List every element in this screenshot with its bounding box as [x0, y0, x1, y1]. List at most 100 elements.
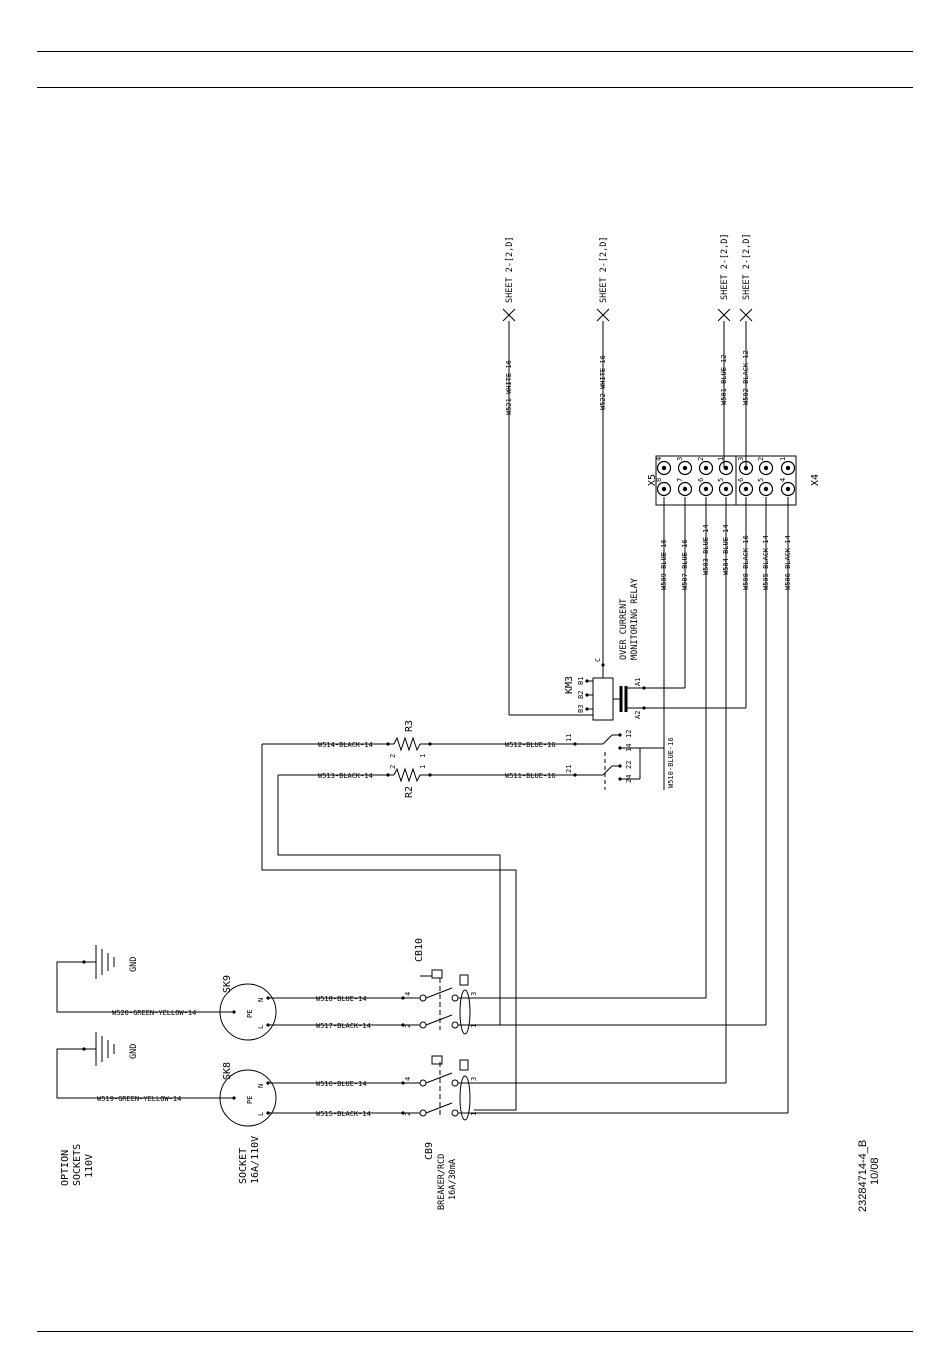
resistor-pin: 2	[389, 754, 397, 758]
gnd-sk9: GND	[56, 945, 234, 1013]
option-line3: 110V	[84, 1154, 95, 1178]
wire-label: W515-BLACK-14	[316, 1110, 371, 1118]
relay-pin-a2: A2	[634, 711, 642, 719]
gnd-label: GND	[129, 957, 139, 972]
socket-sk8-label: SK8	[222, 1062, 233, 1080]
connector-pin-dot	[661, 486, 667, 492]
socket-pe-pin: PE	[246, 1096, 254, 1104]
wire-label: W519-GREEN-YELLOW-14	[97, 1095, 181, 1103]
sheet-reference-w521: SHEET 2-[2,D]	[502, 236, 516, 715]
wire-label: W506-BLACK-14	[784, 535, 792, 590]
resistor-pin: 1	[419, 754, 427, 758]
connector-pin	[656, 460, 672, 476]
wire-label: W518-BLUE-14	[316, 995, 367, 1003]
relay-desc-line1: OVER CURRENT	[619, 599, 629, 660]
option-line2: SOCKETS	[72, 1144, 83, 1186]
connector-pin-dot	[763, 486, 769, 492]
breaker-pin-2: 2	[404, 1112, 412, 1116]
resistor-r3: R3 2 1	[262, 720, 432, 758]
connector-pin	[677, 481, 693, 497]
connector-pin-number: 3	[737, 457, 745, 461]
wire-label: W507-BLUE-16	[681, 539, 689, 590]
connector-pin-dot	[743, 486, 749, 492]
wire-label: W516-BLUE-14	[316, 1080, 367, 1088]
contact-pin-24: 24	[625, 775, 633, 783]
wire-label: W504-BLUE-14	[722, 524, 730, 575]
wire-label: W511-BLUE-16	[505, 772, 556, 780]
resistor-pin: 1	[419, 765, 427, 769]
connector-pin	[718, 481, 734, 497]
sheet-ref-label: SHEET 2-[2,D]	[599, 236, 609, 303]
option-line1: OPTION	[60, 1150, 71, 1186]
connector-pin-dot	[703, 465, 709, 471]
socket-sk8: N L PE SK8 SOCKET 16A/110V	[219, 1062, 277, 1184]
connector-pin	[718, 460, 734, 476]
connector-pin-number: 8	[655, 478, 663, 482]
wire-label: W513-BLACK-14	[318, 772, 373, 780]
connector-pin-number: 2	[697, 457, 705, 461]
wire-label: W505-BLACK-14	[762, 535, 770, 590]
connector-pin	[656, 481, 672, 497]
wire-label: W501-BLUE-12	[720, 354, 728, 405]
header-rule-top	[37, 51, 913, 52]
wire-label: W517-BLACK-14	[316, 1022, 371, 1030]
contact-pin-11: 11	[565, 734, 573, 742]
gnd-label: GND	[129, 1044, 139, 1059]
relay-contacts: 11 12 14 21 22 24	[430, 730, 664, 790]
breaker-pin-1: 1	[470, 1024, 478, 1028]
relay-pin-b1: B1	[577, 677, 585, 685]
sheet-reference-w501: SHEET 2-[2,D]	[717, 233, 731, 468]
relay-pin-b3: B3	[577, 705, 585, 713]
connector-pin-dot	[661, 465, 667, 471]
socket-desc2: 16A/110V	[250, 1136, 261, 1184]
connector-pin-number: 6	[737, 478, 745, 482]
socket-l-pin: L	[257, 1025, 265, 1029]
breaker-cb9: CB9 BREAKER/RCD 16A/30mA 4 2 3 1	[401, 1055, 788, 1210]
connector-pin-dot	[723, 465, 729, 471]
connector-pin-number: 4	[655, 457, 663, 461]
sheet-reference-w502: SHEET 2-[2,D]	[739, 233, 753, 468]
breaker-pin-4: 4	[404, 1077, 412, 1081]
connector-pin	[780, 481, 796, 497]
breaker-cb9-desc2: 16A/30mA	[448, 1159, 458, 1200]
connector-pin-dot	[743, 465, 749, 471]
footer-rule	[37, 1331, 913, 1332]
connector-pin-dot	[682, 465, 688, 471]
resistor-r3-label: R3	[404, 720, 415, 732]
gnd-sk8: GND	[56, 1032, 234, 1099]
socket-sk9-label: SK9	[222, 975, 233, 993]
socket-n-pin: N	[257, 1084, 265, 1088]
connector-pin-number: 5	[717, 478, 725, 482]
contact-pin-22: 22	[625, 761, 633, 769]
wire-label: W521-WHITE-16	[505, 360, 513, 415]
wire-label: W503-BLUE-14	[702, 524, 710, 575]
drawing-date: 10/08	[869, 1157, 881, 1185]
relay-km3-label: KM3	[564, 676, 575, 694]
sheet-ref-label: SHEET 2-[2,D]	[742, 233, 752, 300]
wire-label: W509-BLUE-16	[660, 539, 668, 590]
breaker-pin-3: 3	[470, 1077, 478, 1081]
connector-x4-label: X4	[810, 474, 821, 486]
connector-pin	[738, 460, 754, 476]
sheet-ref-label: SHEET 2-[2,D]	[720, 233, 730, 300]
breaker-cb10-label: CB10	[414, 938, 425, 962]
connector-pin	[677, 460, 693, 476]
contact-pin-14: 14	[625, 744, 633, 752]
wire-label: W508-BLACK-16	[742, 535, 750, 590]
connector-pin	[780, 460, 796, 476]
connector-pin-dot	[785, 486, 791, 492]
breaker-cb10: CB10 4 2 3 1	[401, 938, 766, 1035]
breaker-pin-2: 2	[404, 1024, 412, 1028]
wire-label: W502-BLACK-12	[742, 350, 750, 405]
drawing-number: 23284714-4_B	[857, 1140, 869, 1212]
relay-pin-a1: A1	[634, 678, 642, 686]
connector-pin	[698, 460, 714, 476]
breaker-pin-3: 3	[470, 992, 478, 996]
breaker-cb9-label: CB9	[424, 1142, 435, 1160]
wire-label: W514-BLACK-14	[318, 741, 373, 749]
socket-pe-pin: PE	[246, 1010, 254, 1018]
resistor-r2: R2 2 1	[278, 765, 432, 798]
relay-km3: KM3 OVER CURRENT MONITORING RELAY C B1 B…	[509, 578, 746, 721]
breaker-pin-4: 4	[404, 992, 412, 996]
